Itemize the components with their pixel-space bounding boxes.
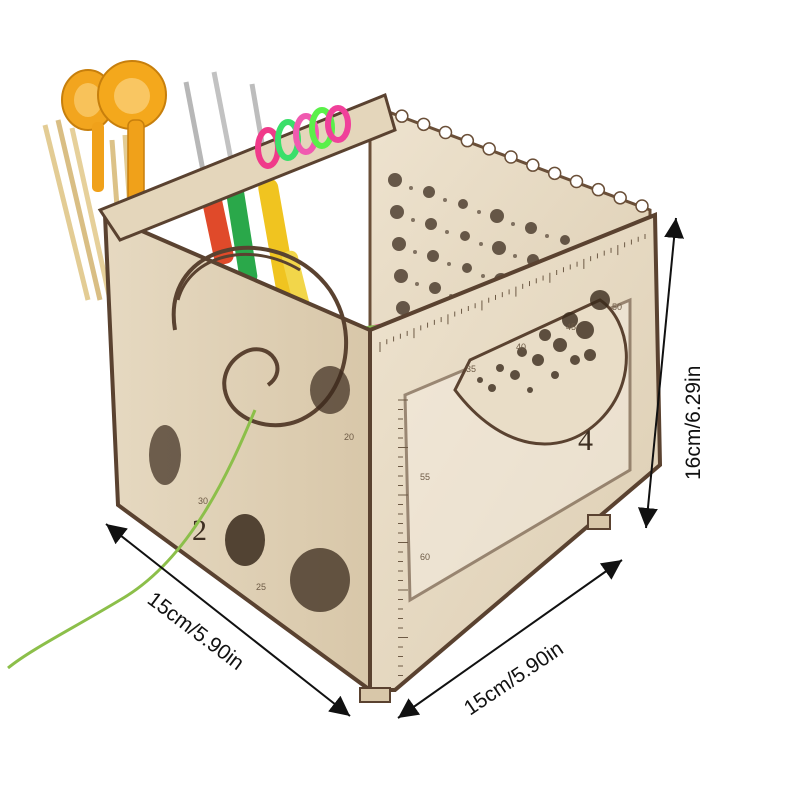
pin-hole: [411, 218, 415, 222]
gauge-hole: [425, 218, 437, 230]
ruler-mark: 40: [516, 342, 526, 352]
ruler-mark: 30: [198, 496, 208, 506]
gauge-hole: [394, 269, 408, 283]
ruler-mark: 25: [256, 582, 266, 592]
gauge-hole: [532, 354, 544, 366]
tooth-notch: [547, 166, 562, 181]
gauge-hole: [427, 250, 439, 262]
tools-group: [42, 60, 314, 330]
gauge-hole: [590, 290, 610, 310]
tooth-notch: [526, 158, 540, 172]
ruler-mark: 55: [420, 472, 430, 482]
gauge-hole: [477, 377, 483, 383]
pin-hole: [477, 210, 481, 214]
stitch-markers: [255, 105, 351, 169]
ruler-mark: 50: [612, 302, 622, 312]
gauge-hole: [423, 186, 435, 198]
pin-hole: [481, 274, 485, 278]
gauge-hole: [527, 387, 533, 393]
tooth-notch: [482, 142, 496, 156]
dimension-height: 16cm/6.29in: [637, 217, 705, 529]
gauge-hole: [584, 349, 596, 361]
pin-hole: [413, 250, 417, 254]
gauge-hole: [488, 384, 496, 392]
gauge-hole: [458, 199, 468, 209]
gauge-hole: [490, 209, 504, 223]
gauge-hole: [553, 338, 567, 352]
gauge-hole: [396, 301, 410, 315]
pin-hole: [445, 230, 449, 234]
tooth-notch: [635, 199, 649, 213]
gauge-hole: [496, 364, 504, 372]
pin-hole: [443, 198, 447, 202]
depth-label: 15cm/5.90in: [143, 588, 248, 675]
ruler-mark: 35: [466, 364, 476, 374]
gauge-hole: [390, 205, 404, 219]
gauge-hole: [388, 173, 402, 187]
gauge-hole: [576, 321, 594, 339]
gauge-hole: [392, 237, 406, 251]
tooth-notch: [504, 150, 518, 164]
gauge-holes: [477, 290, 610, 393]
height-label: 16cm/6.29in: [682, 366, 705, 480]
gauge-hole: [551, 371, 559, 379]
pin-hole: [513, 254, 517, 258]
gauge-hole: [525, 222, 537, 234]
gauge-hole: [510, 370, 520, 380]
gauge-hole: [462, 263, 472, 273]
gauge-hole: [492, 241, 506, 255]
gauge-hole: [429, 282, 441, 294]
tooth-notch: [591, 182, 606, 197]
tooth-notch: [395, 109, 409, 123]
ruler-mark: 45: [566, 322, 576, 332]
tooth-notch: [613, 191, 627, 205]
width-label: 15cm/5.90in: [460, 637, 568, 720]
right-panel-number: 4: [578, 424, 593, 457]
pin-hole: [415, 282, 419, 286]
gauge-hole: [539, 329, 551, 341]
pin-hole: [479, 242, 483, 246]
gauge-hole: [570, 355, 580, 365]
ruler-mark: 20: [344, 432, 354, 442]
ruler-mark: 60: [420, 552, 430, 562]
orange-spoons: [61, 60, 167, 216]
gauge-hole: [517, 347, 527, 357]
tooth-notch: [569, 174, 584, 189]
gauge-hole: [562, 312, 578, 328]
pin-hole: [447, 262, 451, 266]
gauge-hole: [460, 231, 470, 241]
tooth-notch: [460, 133, 475, 148]
tooth-notch: [438, 125, 453, 140]
pin-hole: [545, 234, 549, 238]
tooth-notch: [416, 117, 431, 132]
pin-hole: [409, 186, 413, 190]
pin-hole: [511, 222, 515, 226]
gauge-hole: [560, 235, 570, 245]
